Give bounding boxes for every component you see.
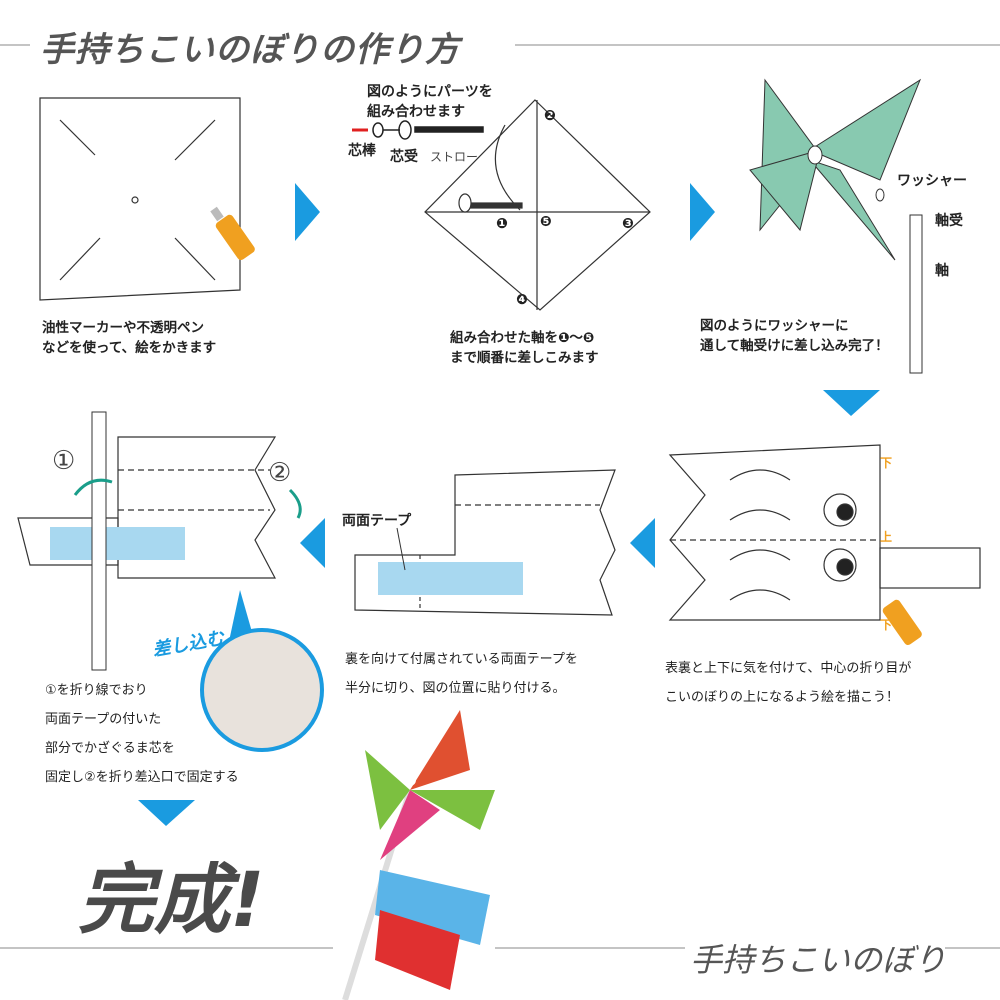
arrow-right-icon [690, 183, 715, 241]
caption-line: などを使って、絵をかきます [42, 340, 217, 356]
caption-line: 組み合わせた軸を❶～❺ [450, 330, 595, 346]
double-sided-tape [378, 562, 523, 595]
number-1: ❶ [496, 216, 508, 232]
step4-caption: 表裏と上下に気を付けて、中心の折り目がこいのぼりの上になるよう絵を描こう！ [665, 654, 911, 712]
footer-title: 手持ちこいのぼり [690, 941, 947, 979]
pinwheel-shaft [91, 411, 107, 671]
koinobori-attach-diagram [17, 436, 277, 579]
caption-line: 通して軸受けに差し込み完了！ [700, 338, 889, 354]
label-bearing: 軸受 [935, 213, 963, 229]
number-2: ❷ [544, 108, 556, 124]
pinwheel-sheet [39, 97, 241, 301]
finished-label: 完成! [78, 855, 265, 944]
caption-line: 部分でかざぐるま芯を [45, 741, 175, 756]
pinwheel-assembly [424, 99, 651, 311]
caption-line: こいのぼりの上になるよう絵を描こう！ [665, 690, 900, 705]
step3-caption: 図のようにワッシャーに通して軸受けに差し込み完了！ [700, 316, 889, 356]
koinobori-sheet-drawn [668, 444, 981, 621]
arrow-right-icon [295, 183, 320, 241]
arrow-down-icon [823, 390, 880, 416]
caption-line: 表裏と上下に気を付けて、中心の折り目が [665, 661, 912, 676]
step5-caption: 裏を向けて付属されている両面テープを半分に切り、図の位置に貼り付ける。 [345, 645, 578, 703]
parts-diagram [352, 120, 484, 140]
caption-line: 裏を向けて付属されている両面テープを [345, 652, 578, 667]
label-shaft: 軸 [935, 263, 949, 279]
step6-caption: ①を折り線でおり 両面テープの付いた 部分でかざぐるま芯を 固定し②を折り差込口… [45, 676, 239, 792]
tape-pointer [396, 527, 406, 571]
caption-line: 両面テープの付いた [45, 712, 162, 727]
label-bottom: 下 [880, 618, 893, 632]
marker-1: ① [52, 446, 76, 476]
caption-line: 油性マーカーや不透明ペン [42, 320, 204, 336]
arrow-left-icon [300, 518, 325, 568]
double-sided-tape [50, 527, 185, 560]
finished-product-photo [342, 710, 495, 1000]
insert-photo [200, 628, 324, 752]
caption-line: 図のようにワッシャーに [700, 318, 849, 334]
number-3: ❸ [622, 216, 634, 232]
label-bottom: 下 [880, 456, 893, 470]
caption-line: まで順番に差しこみます [450, 350, 599, 366]
shaft [909, 214, 923, 374]
label-double-sided-tape: 両面テープ [342, 513, 412, 529]
step1-caption: 油性マーカーや不透明ペンなどを使って、絵をかきます [42, 318, 216, 358]
fold-arrow-icon [288, 488, 302, 519]
arrow-left-icon [630, 518, 655, 568]
label-core-pin: 芯棒 [348, 143, 376, 159]
number-4: ❹ [516, 292, 528, 308]
instruction-line: 図のようにパーツを [367, 84, 493, 100]
step2-caption: 組み合わせた軸を❶～❺ まで順番に差しこみます [450, 328, 599, 368]
label-core-holder: 芯受 [390, 149, 418, 165]
fold-arrow-icon [73, 478, 113, 496]
marker-2: ② [268, 458, 292, 488]
label-top: 上 [880, 530, 893, 544]
pinwheel-complete [749, 78, 922, 261]
marker-pen-icon [210, 206, 255, 261]
page-title: 手持ちこいのぼりの作り方 [40, 30, 460, 70]
label-straw: ストロー [430, 150, 479, 164]
step2-instruction: 図のようにパーツを組み合わせます [367, 82, 493, 122]
instruction-line: 組み合わせます [367, 104, 465, 120]
number-5: ❺ [540, 214, 552, 230]
marker-pen-icon [882, 599, 922, 646]
arrow-down-icon [138, 800, 195, 826]
caption-line: 固定し②を折り差込口で固定する [45, 770, 239, 785]
label-washer: ワッシャー [897, 173, 967, 189]
caption-line: 半分に切り、図の位置に貼り付ける。 [345, 681, 566, 696]
caption-line: ①を折り線でおり [45, 683, 148, 698]
